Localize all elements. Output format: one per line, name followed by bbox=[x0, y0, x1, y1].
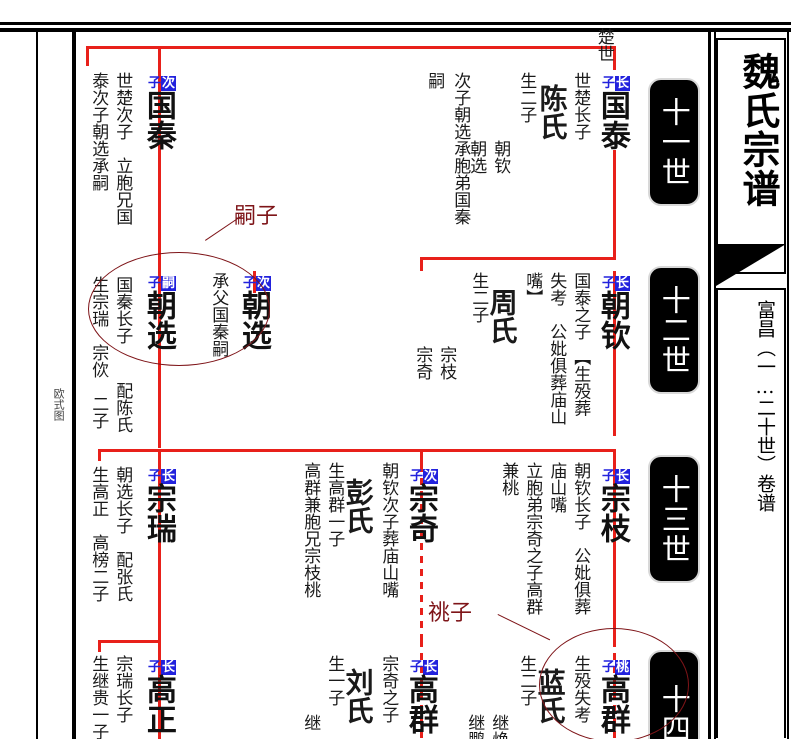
annotation-label-tiao: 祧子 bbox=[428, 601, 473, 626]
chaoqin-child-2: 宗奇 bbox=[412, 346, 433, 380]
tag-guoqin: 子次 bbox=[148, 76, 177, 91]
connector-guotai-drop bbox=[613, 46, 616, 70]
generation-badge-13: 十三世 bbox=[648, 455, 700, 583]
guotai-spouse: 陈氏 bbox=[535, 84, 569, 140]
annotation-label-heir: 嗣子 bbox=[234, 204, 279, 229]
content-frame-left bbox=[72, 32, 76, 739]
person-name-guoqin: 国秦 bbox=[140, 90, 176, 150]
chaoqin-note-3: 嘴】 bbox=[522, 272, 543, 306]
connector-chaoxuan2-riser bbox=[420, 257, 423, 271]
connector-zongzhi-riser bbox=[613, 449, 616, 465]
chart-style-label: 欧式图 bbox=[52, 388, 66, 421]
spine-subtitle-box bbox=[716, 288, 786, 738]
person-name-gaozheng: 高正 bbox=[140, 674, 176, 734]
tag-gaoqun-left: 子长 bbox=[410, 660, 439, 675]
zongzhi-note-2: 庙山嘴 bbox=[546, 462, 567, 513]
zongzhi-note-4: 兼桃 bbox=[498, 462, 519, 496]
chaoxuan-heir-spouse: 配陈氏 bbox=[112, 382, 133, 433]
connector-zongqi-riser bbox=[420, 449, 423, 465]
annotation-ellipse-heir bbox=[88, 252, 270, 366]
spine-wedge-decoration bbox=[716, 244, 786, 286]
gaoqun-right-child-1: 继焕 bbox=[488, 714, 509, 739]
tag-zongzhi: 子长 bbox=[602, 469, 631, 484]
spine-rule-inner bbox=[714, 32, 716, 739]
connector-gen13-left-cap bbox=[98, 449, 101, 461]
connector-gaoqun-left-stem-dashed bbox=[420, 640, 423, 739]
connector-guotai-stem-lower bbox=[613, 150, 616, 260]
connector-guoqin-to-chaoxuan bbox=[158, 196, 161, 268]
connector-gaozheng-stem bbox=[158, 640, 161, 739]
chaoqin-note-2: 失考 公妣俱葬庙山 bbox=[546, 272, 567, 425]
spine-rule-outer bbox=[708, 32, 711, 739]
connector-chaoqin-stem bbox=[613, 271, 616, 436]
connector-gen13-bus bbox=[98, 449, 616, 452]
zongqi-note-1: 朝钦次子葬庙山嘴 bbox=[378, 462, 399, 598]
gaoqun-left-note-3: 生一子 bbox=[324, 655, 345, 706]
connector-zongqi-stem-dashed bbox=[420, 465, 423, 640]
guoqin-note-2: 泰次子朝选承嗣 bbox=[88, 72, 109, 191]
person-name-chaoqin: 朝钦 bbox=[594, 290, 630, 350]
gaoqun-left-spouse: 刘氏 bbox=[341, 668, 375, 724]
guotai-child-1: 朝钦 bbox=[490, 140, 511, 174]
annotation-ellipse-tiao bbox=[539, 628, 689, 739]
zongqi-note-3: 生高群一子 bbox=[324, 462, 345, 547]
gaoqun-left-note-4: 继 bbox=[300, 714, 321, 731]
zongzhi-note-1: 朝钦长子 公妣俱葬 bbox=[570, 462, 591, 615]
person-name-guotai: 国泰 bbox=[594, 90, 630, 150]
person-name-zongzhi: 宗枝 bbox=[594, 483, 630, 543]
tag-chaoqin: 子长 bbox=[602, 276, 631, 291]
tag-zongqi: 子次 bbox=[410, 469, 439, 484]
book-subtitle: 富昌（一…二十世）卷谱 bbox=[754, 300, 776, 512]
guotai-child-2: 朝选 bbox=[466, 140, 487, 174]
guoqin-note-1: 世楚次子 立胞兄国 bbox=[112, 72, 133, 225]
zongqi-spouse: 彭氏 bbox=[341, 478, 375, 534]
person-name-zongrui: 宗瑞 bbox=[140, 483, 176, 543]
top-border-rule-outer bbox=[0, 22, 791, 25]
tag-guotai: 子长 bbox=[602, 76, 631, 91]
book-title: 魏氏宗谱 bbox=[736, 52, 781, 208]
connector-left-margin-drop bbox=[86, 46, 89, 66]
gaoqun-left-note-1: 宗奇之子 bbox=[378, 655, 399, 723]
zongrui-note-2: 生高正 高榜二子 bbox=[88, 466, 109, 602]
guotai-note-6: 次子朝选承胞弟国秦 bbox=[450, 72, 471, 225]
connector-gen14-left-cap bbox=[98, 640, 101, 652]
connector-gen11-bus bbox=[86, 46, 616, 49]
page-edge-rule bbox=[36, 32, 38, 739]
tag-gaozheng: 子长 bbox=[148, 660, 177, 675]
zongzhi-note-3: 立胞弟宗奇之子高群 bbox=[522, 462, 543, 615]
connector-zongrui-riser bbox=[158, 449, 161, 465]
gaoqun-right-child-2: 继鹏 bbox=[464, 714, 485, 739]
chaoqin-spouse: 周氏 bbox=[485, 288, 519, 344]
top-border-rule-inner bbox=[0, 28, 791, 32]
chaoqin-note-1: 国泰之子 【生殁葬 bbox=[570, 272, 591, 417]
connector-guoqin-stem bbox=[158, 46, 161, 196]
gaoqun-right-note-3: 生二子 bbox=[516, 655, 537, 706]
guotai-note-3: 生二子 bbox=[516, 72, 537, 123]
generation-badge-11: 十一世 bbox=[648, 78, 700, 206]
guotai-note-1: 世楚长子 bbox=[570, 72, 591, 140]
guotai-note-7: 嗣 bbox=[424, 72, 445, 89]
connector-gen14-bus-left bbox=[98, 640, 158, 643]
top-fragment-text: 楚世 bbox=[593, 28, 614, 62]
generation-badge-12: 十二世 bbox=[648, 266, 700, 394]
connector-zongrui-stem bbox=[158, 465, 161, 640]
person-name-gaoqun-left: 高群 bbox=[402, 674, 438, 734]
person-name-zongqi: 宗奇 bbox=[402, 483, 438, 543]
zongqi-note-4: 高群兼胞兄宗枝桃 bbox=[300, 462, 321, 598]
chaoqin-note-5: 生二子 bbox=[468, 272, 489, 323]
connector-guotai-children-bus bbox=[420, 257, 616, 260]
spine-rule-right bbox=[787, 32, 789, 739]
connector-zongzhi-stem bbox=[613, 465, 616, 640]
tag-zongrui: 子长 bbox=[148, 469, 177, 484]
zongrui-note-1: 朝选长子 配张氏 bbox=[112, 466, 133, 602]
chaoqin-child-1: 宗枝 bbox=[436, 346, 457, 380]
gaozheng-note-1: 宗瑞长子 bbox=[112, 655, 133, 723]
gaozheng-note-2: 生继贵一子 bbox=[88, 655, 109, 739]
